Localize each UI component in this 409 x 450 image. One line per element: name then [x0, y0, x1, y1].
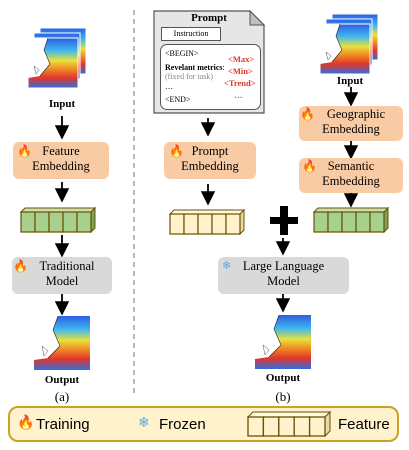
- input-label-a: Input: [48, 98, 76, 110]
- traditional-model-box: 🔥 Traditional Model: [12, 257, 112, 294]
- geographic-embedding-line1: Geographic: [326, 107, 386, 121]
- prompt-card: Prompt Instruction <BEGIN> Revelant metr…: [153, 9, 266, 114]
- semantic-embedding-box: 🔥 Semantic Embedding: [299, 158, 403, 193]
- feature-vector-cream-b: [168, 208, 246, 236]
- legend-frozen: Frozen: [159, 416, 206, 433]
- weather-map-image: [255, 314, 311, 369]
- weather-map-image: [34, 315, 90, 370]
- llm-line1: Large Language: [242, 259, 325, 273]
- feature-embedding-line2: Embedding: [32, 159, 90, 173]
- prompt-begin: <BEGIN>: [165, 49, 199, 58]
- metric-max: <Max>: [228, 54, 255, 64]
- snowflake-icon: ❄: [138, 416, 150, 431]
- feature-vector-green-a: [19, 206, 97, 234]
- prompt-embedding-line1: Prompt: [191, 144, 229, 158]
- input-label-b: Input: [336, 75, 364, 87]
- feature-vector-green-b: [312, 206, 390, 234]
- metric-more: …: [234, 90, 243, 100]
- output-label-a: Output: [44, 374, 80, 386]
- fire-icon: 🔥: [13, 259, 28, 273]
- weather-map-image: [319, 13, 379, 75]
- fire-icon: 🔥: [300, 107, 315, 121]
- geographic-embedding-line2: Embedding: [322, 122, 380, 136]
- caption-a: (a): [54, 389, 70, 404]
- prompt-dots: …: [165, 82, 173, 91]
- plus-icon: [270, 206, 298, 235]
- legend-feature-cube: [246, 410, 332, 438]
- semantic-embedding-line2: Embedding: [322, 174, 380, 188]
- traditional-model-line2: Model: [45, 274, 79, 288]
- legend: 🔥 Training ❄ Frozen Feature: [8, 406, 399, 442]
- prompt-metrics-line: Revelant metrics:: [165, 63, 225, 73]
- prompt-embedding-box: 🔥 Prompt Embedding: [164, 142, 256, 179]
- fire-icon: 🔥: [17, 416, 35, 431]
- llm-box: ❄ Large Language Model: [218, 257, 349, 294]
- prompt-embedding-line2: Embedding: [181, 159, 239, 173]
- metric-min: <Min>: [228, 66, 253, 76]
- fire-icon: 🔥: [169, 144, 184, 158]
- prompt-body: <BEGIN> Revelant metrics: (fixed for tas…: [160, 44, 261, 110]
- prompt-title: Prompt: [191, 12, 227, 24]
- metrics-colon: :: [222, 63, 225, 72]
- feature-embedding-box: 🔥 Feature Embedding: [13, 142, 109, 179]
- llm-line2: Model: [267, 274, 300, 288]
- legend-training: Training: [36, 416, 90, 433]
- weather-map-image: [27, 27, 87, 89]
- instruction-box: Instruction: [161, 27, 221, 41]
- fire-icon: 🔥: [17, 144, 32, 158]
- fire-icon: 🔥: [302, 159, 317, 173]
- traditional-model-line1: Traditional: [39, 259, 95, 273]
- metrics-label: Revelant metrics: [165, 63, 223, 72]
- semantic-embedding-line1: Semantic: [327, 159, 375, 173]
- geographic-embedding-box: 🔥 Geographic Embedding: [299, 106, 403, 141]
- metric-trend: <Trend>: [224, 78, 256, 88]
- output-label-b: Output: [265, 372, 301, 384]
- feature-embedding-line1: Feature: [42, 144, 80, 158]
- prompt-end: <END>: [165, 95, 191, 104]
- metrics-note: (fixed for task): [165, 72, 213, 81]
- caption-b: (b): [275, 389, 291, 404]
- snowflake-icon: ❄: [222, 260, 232, 272]
- legend-feature: Feature: [338, 416, 390, 433]
